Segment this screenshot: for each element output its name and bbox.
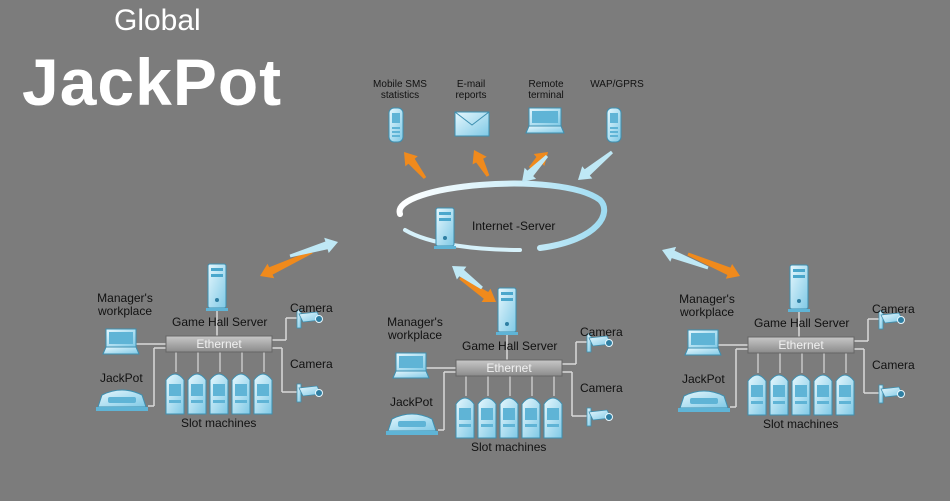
label-camera: Camera <box>580 325 623 339</box>
ethernet-label: Ethernet <box>778 338 824 352</box>
envelope-icon <box>454 111 490 137</box>
server-tower-icon <box>788 264 810 312</box>
camera-icon <box>296 309 323 329</box>
label-jackpot: JackPot <box>682 372 725 386</box>
slot-machine-icon <box>747 374 767 416</box>
arrow-to-hall-center <box>459 276 496 302</box>
server-tower-icon <box>496 287 518 335</box>
mobile-phone-icon <box>606 107 622 143</box>
slot-machine-icon <box>187 373 207 415</box>
server-tower-icon <box>206 263 228 311</box>
title-global: Global <box>114 4 201 37</box>
ethernet-bar: Ethernet <box>747 336 855 354</box>
camera-icon <box>878 310 905 330</box>
label-camera: Camera <box>872 358 915 372</box>
label-camera: Camera <box>290 357 333 371</box>
server-tower-icon <box>434 207 456 249</box>
slot-machine-icon <box>769 374 789 416</box>
manager-laptop-icon <box>102 328 140 355</box>
internet-server-icon <box>434 207 456 249</box>
label-camera: Camera <box>290 301 333 315</box>
label-slot-machines: Slot machines <box>471 440 547 454</box>
arrow-from-wap <box>578 150 613 180</box>
slot-machine-icon <box>455 397 475 439</box>
arrow-from-remote <box>522 155 549 182</box>
slot-machine-icon <box>521 397 541 439</box>
arrow-from-hall-right <box>662 246 709 270</box>
camera-icon <box>586 333 613 353</box>
label-game-hall-server: Game Hall Server <box>462 339 558 353</box>
camera-icon <box>296 383 323 403</box>
slot-machine-icon <box>835 374 855 416</box>
manager-laptop-icon <box>684 329 722 356</box>
slot-machine-icon <box>813 374 833 416</box>
slot-machine-icon <box>165 373 185 415</box>
arrow-to-email <box>472 150 490 177</box>
slot-machine-icon <box>543 397 563 439</box>
arrow-from-hall-center <box>452 266 483 290</box>
slot-machine-icon <box>791 374 811 416</box>
label-slot-machines: Slot machines <box>181 416 257 430</box>
slot-machine-icon <box>499 397 519 439</box>
camera-icon <box>878 384 905 404</box>
game-hall-1: Ethernet <box>96 263 323 415</box>
label-internet-server: Internet -Server <box>472 219 556 233</box>
label-jackpot: JackPot <box>100 371 143 385</box>
internet-ring <box>396 180 608 252</box>
ethernet-label: Ethernet <box>196 337 242 351</box>
arrow-to-sms <box>404 152 427 179</box>
jackpot-device-icon <box>678 390 730 412</box>
arrow-to-remote <box>529 152 548 170</box>
slot-machines-group <box>165 373 273 415</box>
flow-arrows <box>260 150 740 302</box>
game-hall-2: Ethernet <box>386 287 613 439</box>
slot-machine-icon <box>253 373 273 415</box>
ethernet-bar: Ethernet <box>455 359 563 377</box>
arrow-from-hall-left <box>289 237 338 258</box>
slot-machine-icon <box>209 373 229 415</box>
laptop-icon <box>525 107 565 134</box>
label-jackpot: JackPot <box>390 395 433 409</box>
ethernet-label: Ethernet <box>486 361 532 375</box>
slot-machine-icon <box>477 397 497 439</box>
label-game-hall-server: Game Hall Server <box>754 316 850 330</box>
label-game-hall-server: Game Hall Server <box>172 315 268 329</box>
label-camera: Camera <box>580 381 623 395</box>
arrow-to-hall-right <box>687 252 740 279</box>
label-slot-machines: Slot machines <box>763 417 839 431</box>
ethernet-bar: Ethernet <box>165 335 273 353</box>
slot-machine-icon <box>231 373 251 415</box>
arrow-to-hall-left <box>260 250 313 279</box>
label-wap-gprs: WAP/GPRS <box>590 79 644 90</box>
label-camera: Camera <box>872 302 915 316</box>
camera-icon <box>586 407 613 427</box>
title-jackpot: JackPot <box>22 45 283 119</box>
slot-machines-group <box>455 397 563 439</box>
mobile-phone-icon <box>388 107 404 143</box>
game-hall-3: Ethernet <box>678 264 905 416</box>
jackpot-device-icon <box>386 413 438 435</box>
slot-machines-group <box>747 374 855 416</box>
jackpot-device-icon <box>96 389 148 411</box>
manager-laptop-icon <box>392 352 430 379</box>
